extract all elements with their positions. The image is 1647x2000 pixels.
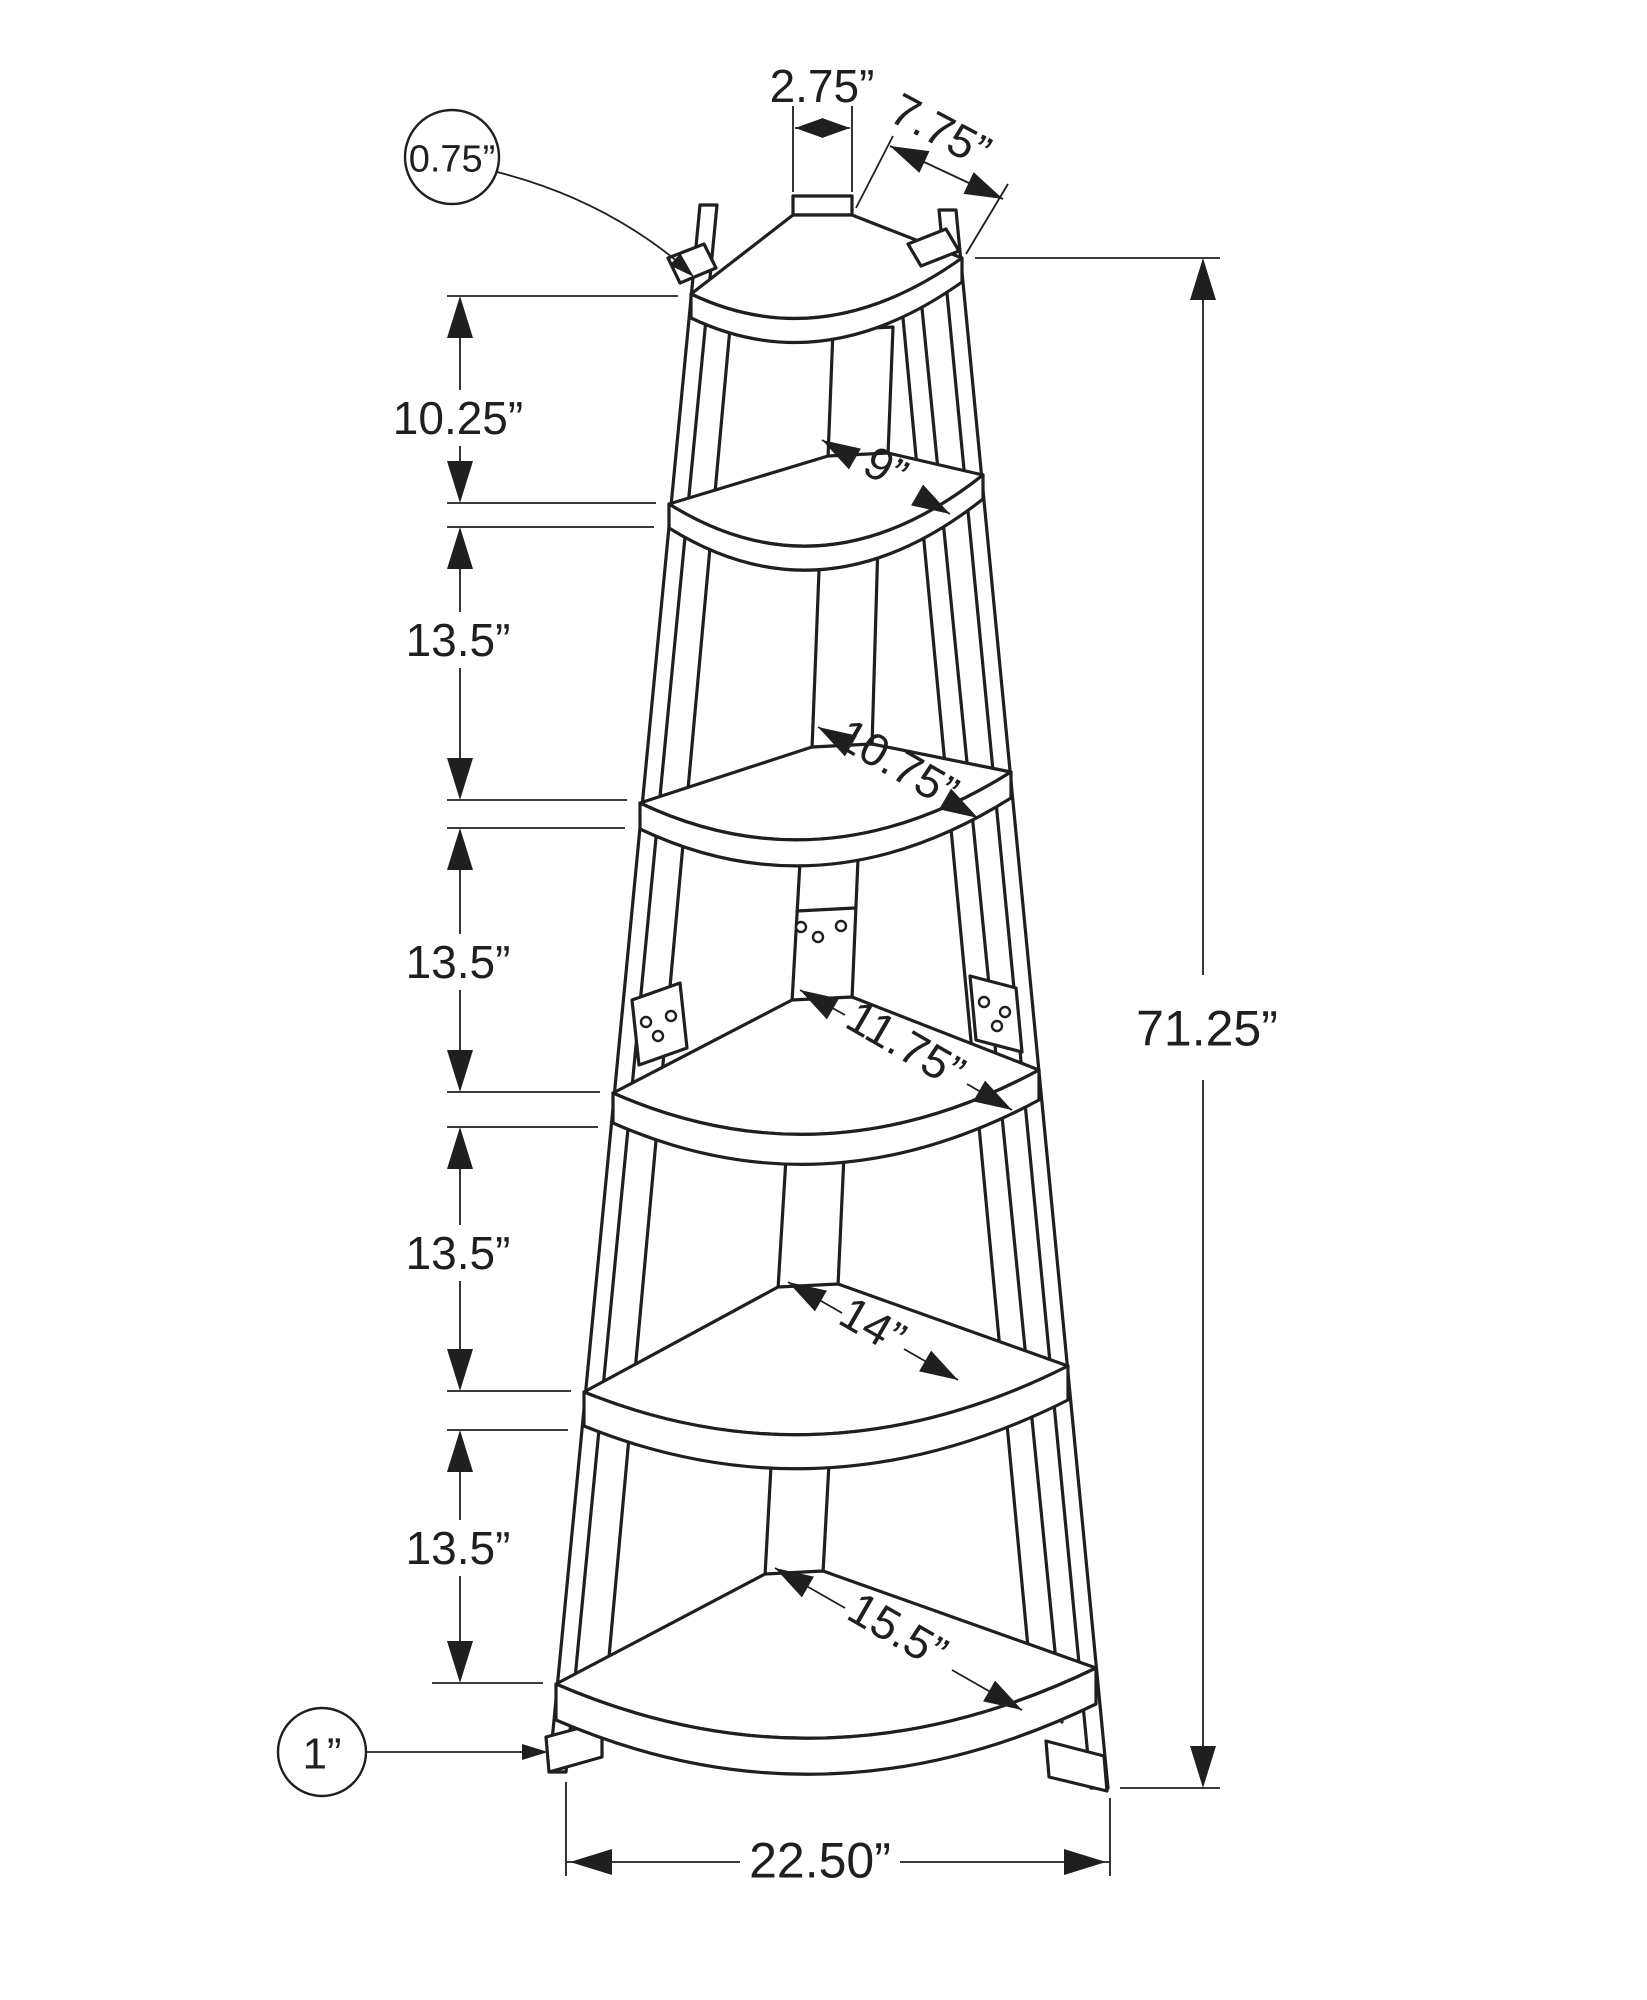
right-foot (1044, 1739, 1109, 1793)
right-leg-top-tab (906, 227, 961, 268)
shelf-3-edge (638, 770, 1013, 868)
dim-arrow-up (1190, 258, 1216, 300)
dim-arrow-down (447, 1641, 473, 1683)
dim-arrow (890, 146, 930, 173)
shelf-6-edge (554, 1666, 1098, 1776)
left-bracket (630, 981, 689, 1067)
base-width-label: 22.50” (749, 1833, 891, 1889)
screw-hole (811, 930, 825, 944)
dim-arrow (919, 1350, 958, 1380)
back-post-segment-4 (776, 1153, 846, 1291)
dim-arrow-up (447, 296, 473, 338)
dim-arrow (983, 1680, 1022, 1710)
dim-arrow-down (447, 1050, 473, 1092)
center-bracket-edge (795, 906, 857, 913)
spacing-label-4: 13.5” (406, 1227, 511, 1279)
dim-arrow (911, 484, 950, 514)
leader-arrow (522, 1744, 548, 1760)
dim-arrow (939, 788, 978, 818)
cap-width-label: 2.75” (770, 60, 875, 112)
spacing-label-2: 13.5” (406, 614, 511, 666)
screw-hole (990, 1019, 1004, 1033)
right-bracket (968, 974, 1024, 1054)
screw-hole (651, 1029, 665, 1043)
left-leg-top-tab (666, 242, 718, 285)
spacing-label-1: 10.25” (393, 392, 523, 444)
shelf-thickness-label: 0.75” (409, 138, 496, 180)
left-leg (547, 203, 719, 1774)
dim-arrow-down (447, 758, 473, 800)
dim-arrow-down (1190, 1746, 1216, 1788)
shelf-2-edge (667, 473, 985, 572)
shelf-4-edge (611, 1068, 1041, 1166)
dim-arrow (800, 990, 839, 1020)
top-cap (791, 194, 854, 217)
shelf-1-edge (689, 256, 964, 345)
extension-line (965, 183, 1009, 255)
foot-height-label: 1” (302, 1729, 341, 1778)
dim-arrow-up (447, 1127, 473, 1169)
spacing-label-3: 13.5” (406, 936, 511, 988)
screw-hole (977, 995, 991, 1009)
right-leg (937, 208, 1110, 1790)
screw-hole (794, 920, 808, 934)
dim-arrow-up (447, 828, 473, 870)
dim-arrow-down (447, 1349, 473, 1391)
leader-line (496, 171, 679, 263)
screw-hole (998, 1005, 1012, 1019)
spacing-label-5: 13.5” (406, 1522, 511, 1574)
furniture-outline (544, 194, 1110, 1793)
dim-arrow (822, 440, 861, 470)
screw-hole (664, 1009, 678, 1023)
right-rail-2 (901, 316, 1034, 1692)
screw-hole (834, 919, 848, 933)
dim-arrow (973, 1080, 1012, 1110)
dim-arrow-right (822, 118, 850, 138)
screw-hole (639, 1015, 653, 1029)
dim-arrow-up (447, 527, 473, 569)
dim-arrow-left (795, 118, 823, 138)
shelf-5-edge (582, 1364, 1070, 1471)
dim-arrow (775, 1568, 814, 1598)
total-height-label: 71.25” (1136, 1001, 1278, 1057)
dim-arrow-left (570, 1849, 612, 1875)
dim-arrow (963, 172, 1003, 199)
top-shelf-depth-label: 7.75” (882, 83, 999, 178)
extension-line (855, 135, 894, 209)
leader-arrow (669, 253, 694, 277)
dim-arrow-right (1064, 1849, 1106, 1875)
dim-arrow (788, 1282, 827, 1312)
dim-arrow-down (447, 461, 473, 503)
thickness-callout-bubble (403, 108, 501, 206)
dim-arrow (818, 727, 857, 757)
dim-arrow-up (447, 1430, 473, 1472)
